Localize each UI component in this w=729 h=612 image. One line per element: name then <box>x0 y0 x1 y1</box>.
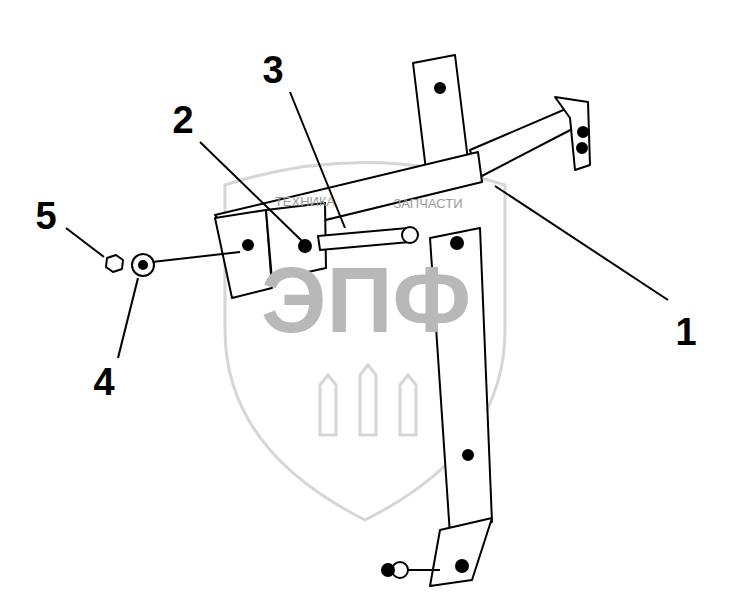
callout-number: 4 <box>93 363 114 401</box>
bracket-parts <box>106 55 590 586</box>
watermark-text: ЗАПЧАСТИ <box>393 197 462 210</box>
callout-number: 1 <box>675 313 696 351</box>
callout-number: 2 <box>172 101 193 139</box>
callout-number: 5 <box>35 197 56 235</box>
callout-number: 3 <box>262 51 283 89</box>
leader-lines <box>66 92 668 358</box>
watermark-logo: ЭПФ <box>261 254 471 346</box>
watermark-text: ТЕХНИКА <box>275 195 335 208</box>
